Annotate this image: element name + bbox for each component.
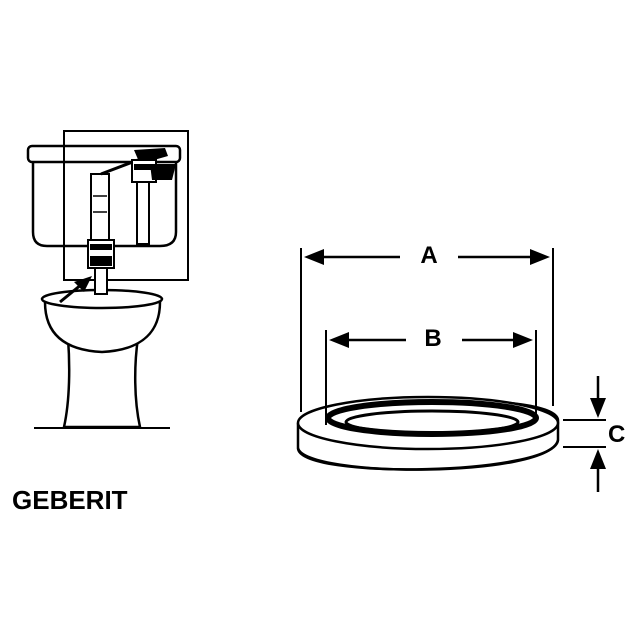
seal-ring-icon	[296, 395, 560, 471]
dimension-c-label: C	[608, 421, 625, 448]
dimension-a-label: A	[420, 242, 437, 269]
toilet-illustration-icon	[26, 130, 189, 429]
dimension-c: C	[563, 376, 625, 492]
dimension-b: B	[325, 325, 537, 425]
dimension-a: A	[300, 242, 554, 412]
arrow-icon	[59, 276, 92, 304]
dimension-b-label: B	[424, 325, 441, 352]
brand-label: GEBERIT	[12, 485, 128, 515]
